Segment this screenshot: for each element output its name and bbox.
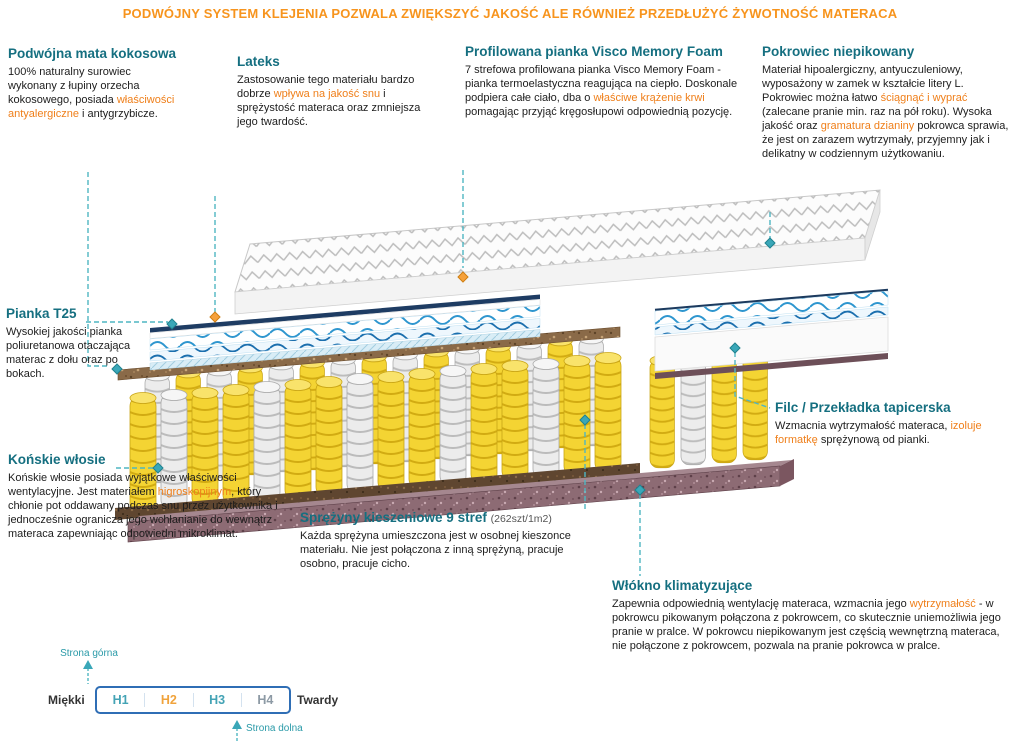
annotation-coconut-mat: Podwójna mata kokosowa 100% naturalny su… <box>8 46 182 121</box>
springs-body: Każda sprężyna umieszczona jest w osobne… <box>300 529 571 570</box>
right-felt-slab <box>654 316 889 372</box>
annotation-visco-foam: Profilowana pianka Visco Memory Foam 7 s… <box>465 44 745 119</box>
hardness-h4: H4 <box>257 693 274 707</box>
horsehair-body: Końskie włosie posiada wyjątkowe właściw… <box>8 471 278 540</box>
horsehair-title: Końskie włosie <box>8 452 106 467</box>
leader-coconut <box>87 172 110 367</box>
marker-visco <box>457 271 469 283</box>
felt-body: Wzmacnia wytrzymałość materaca, izoluje … <box>775 419 982 446</box>
right-wave-layer <box>654 290 889 326</box>
climate-body: Zapewnia odpowiednią wentylację materaca… <box>612 597 1001 652</box>
leader-lines <box>86 170 771 576</box>
visco-body: 7 strefowa profilowana pianka Visco Memo… <box>465 63 738 118</box>
springs-title: Sprężyny kieszeniowe 9 stref (262szt/1m2… <box>300 510 552 525</box>
hardness-scale: H1 H2 H3 H4 <box>95 686 291 714</box>
scale-arrows <box>83 660 242 742</box>
felt-base-layer <box>115 463 640 520</box>
visco-title: Profilowana pianka Visco Memory Foam <box>465 44 723 59</box>
leader-felt <box>734 352 771 409</box>
wave-layer-1 <box>149 305 541 351</box>
cover-body: Materiał hipoalergiczny, antyuczuleniowy… <box>762 63 1009 160</box>
bottom-mat-side-face <box>780 459 794 486</box>
hardness-h3: H3 <box>194 693 242 707</box>
leader-markers <box>111 237 776 496</box>
climate-title: Włókno klimatyzujące <box>612 578 753 593</box>
annotation-latex: Lateks Zastosowanie tego materiału bardz… <box>237 54 443 129</box>
profiled-foam-slab <box>234 189 881 315</box>
t25-body: Wysokiej jakości pianka poliuretanowa ot… <box>6 325 131 380</box>
mesh-layer <box>149 329 541 371</box>
right-layer-stack <box>654 288 889 379</box>
hardness-h1: H1 <box>97 693 146 707</box>
bottom-mat-top-face <box>128 460 792 522</box>
cover-title: Pokrowiec niepikowany <box>762 44 915 59</box>
springs-count: (262szt/1m2) <box>490 513 552 525</box>
top-side-label: Strona górna <box>60 648 118 659</box>
marker-latex <box>209 311 221 323</box>
wave-layer-2 <box>149 318 541 362</box>
hard-label: Twardy <box>297 693 339 707</box>
latex-title: Lateks <box>237 54 280 69</box>
bottom-side-arrow <box>232 720 242 729</box>
annotation-climate-fiber: Włókno klimatyzujące Zapewnia odpowiedni… <box>612 578 1014 653</box>
latex-and-wave-layers <box>149 294 541 371</box>
coconut-mat-body: 100% naturalny surowiec wykonany z łupin… <box>8 65 175 120</box>
hardness-h2: H2 <box>145 693 194 707</box>
latex-body: Zastosowanie tego materiału bardzo dobrz… <box>237 73 421 128</box>
annotation-horsehair: Końskie włosie Końskie włosie posiada wy… <box>8 452 292 541</box>
annotation-t25-foam: Pianka T25 Wysokiej jakości pianka poliu… <box>6 306 146 381</box>
annotation-pocket-springs: Sprężyny kieszeniowe 9 stref (262szt/1m2… <box>300 510 594 571</box>
top-side-arrow <box>83 660 93 669</box>
annotation-cover: Pokrowiec niepikowany Materiał hipoalerg… <box>762 44 1014 161</box>
bottom-side-label: Strona dolna <box>246 723 303 734</box>
top-banner: PODWÓJNY SYSTEM KLEJENIA POZWALA ZWIĘKSZ… <box>122 6 898 21</box>
coconut-mat-title: Podwójna mata kokosowa <box>8 46 177 61</box>
annotation-felt: Filc / Przekładka tapicerska Wzmacnia wy… <box>775 400 1015 447</box>
t25-title: Pianka T25 <box>6 306 77 321</box>
felt-title: Filc / Przekładka tapicerska <box>775 400 951 415</box>
soft-label: Miękki <box>48 693 85 707</box>
